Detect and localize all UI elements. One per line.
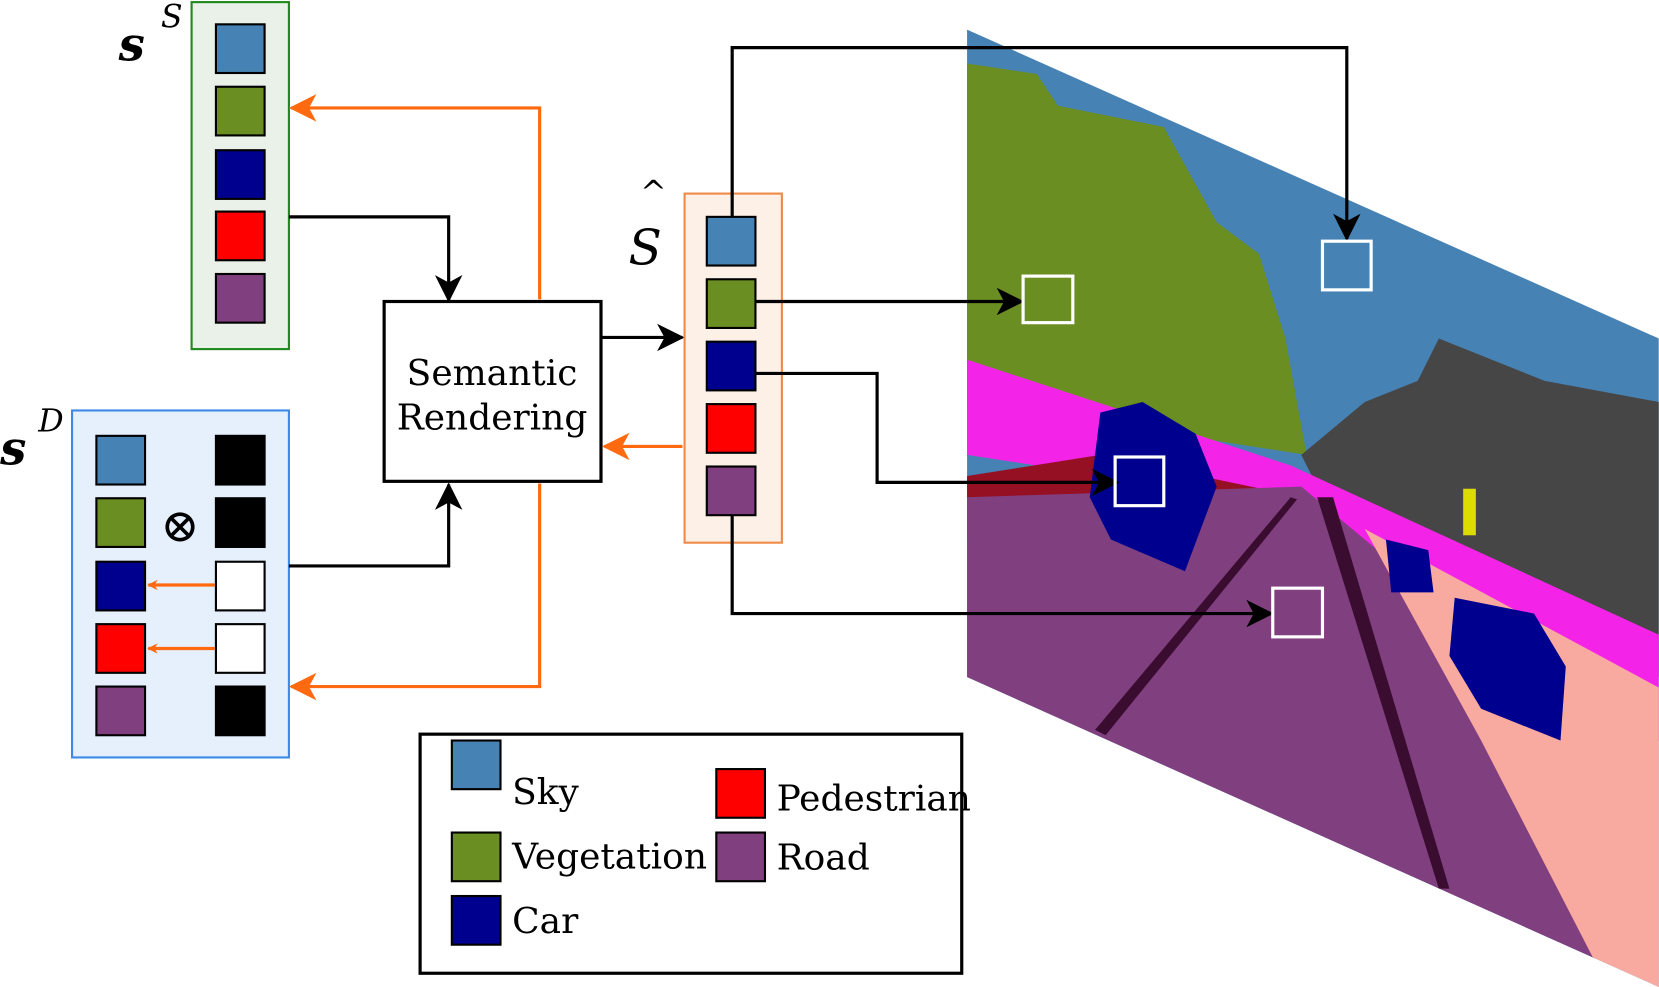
- static-semantics-panel: s S: [118, 0, 290, 351]
- legend-label-road: Road: [777, 838, 870, 879]
- rendered-car-swatch: [705, 340, 757, 392]
- mask-cell: [214, 685, 266, 737]
- dynamic-sky-swatch: [95, 434, 147, 486]
- static-input-arrow: [288, 215, 463, 303]
- legend-swatch-vegetation: [450, 831, 502, 883]
- dynamic-pedestrian-swatch: [95, 623, 147, 674]
- legend-label-sky: Sky: [512, 772, 579, 813]
- segmentation-image: [967, 29, 1659, 987]
- rendered-vegetation-swatch: [705, 278, 757, 330]
- dynamic-input-arrow: [288, 482, 463, 568]
- mask-cell: [214, 560, 266, 612]
- legend-label-vegetation: Vegetation: [511, 837, 707, 878]
- static-sky-swatch: [214, 23, 266, 75]
- car-sample-box: [1113, 455, 1166, 508]
- dynamic-vegetation-swatch: [95, 497, 147, 548]
- dynamic-label: s: [0, 420, 26, 475]
- rendered-road-swatch: [705, 465, 757, 517]
- rendered-label-hat: ^: [640, 175, 667, 211]
- block-label-line1: Semantic: [407, 353, 578, 394]
- legend: Sky Vegetation Car Pedestrian Road: [418, 732, 971, 975]
- legend-swatch-car: [450, 894, 502, 946]
- static-label-superscript: S: [161, 0, 183, 36]
- rendered-sky-swatch: [705, 215, 757, 267]
- static-label: s: [118, 16, 145, 71]
- rendered-semantics-panel: S ^: [629, 175, 783, 544]
- legend-label-car: Car: [512, 901, 579, 942]
- block-label-line2: Rendering: [397, 397, 588, 438]
- dynamic-car-swatch: [95, 560, 147, 612]
- legend-swatch-pedestrian: [715, 768, 767, 819]
- road-link-arrow: [730, 515, 1274, 628]
- rendered-pedestrian-swatch: [705, 403, 757, 454]
- otimes-icon: ⊗: [160, 499, 199, 553]
- semantic-rendering-block: Semantic Rendering: [382, 299, 603, 483]
- dynamic-semantics-panel: ⊗ s D: [0, 404, 290, 759]
- legend-label-pedestrian: Pedestrian: [777, 778, 971, 819]
- static-pedestrian-swatch: [214, 210, 266, 262]
- dynamic-road-swatch: [95, 685, 147, 737]
- sky-sample-box: [1320, 239, 1373, 292]
- dynamic-label-superscript: D: [37, 404, 63, 440]
- gradient-arrow-static: [288, 94, 542, 300]
- static-vegetation-swatch: [214, 85, 266, 137]
- rendered-label: S: [629, 220, 662, 276]
- legend-swatch-sky: [450, 739, 502, 791]
- mask-cell: [214, 497, 266, 548]
- static-road-swatch: [214, 272, 266, 324]
- vegetation-sample-box: [1021, 274, 1075, 325]
- gradient-arrow-dynamic: [288, 483, 542, 701]
- legend-swatch-road: [715, 831, 767, 883]
- static-car-swatch: [214, 149, 266, 200]
- car-link-arrow: [755, 371, 1120, 497]
- mask-cell: [214, 434, 266, 486]
- road-sample-box: [1271, 586, 1325, 639]
- sky-link-arrow: [730, 46, 1361, 242]
- mask-cell: [214, 623, 266, 674]
